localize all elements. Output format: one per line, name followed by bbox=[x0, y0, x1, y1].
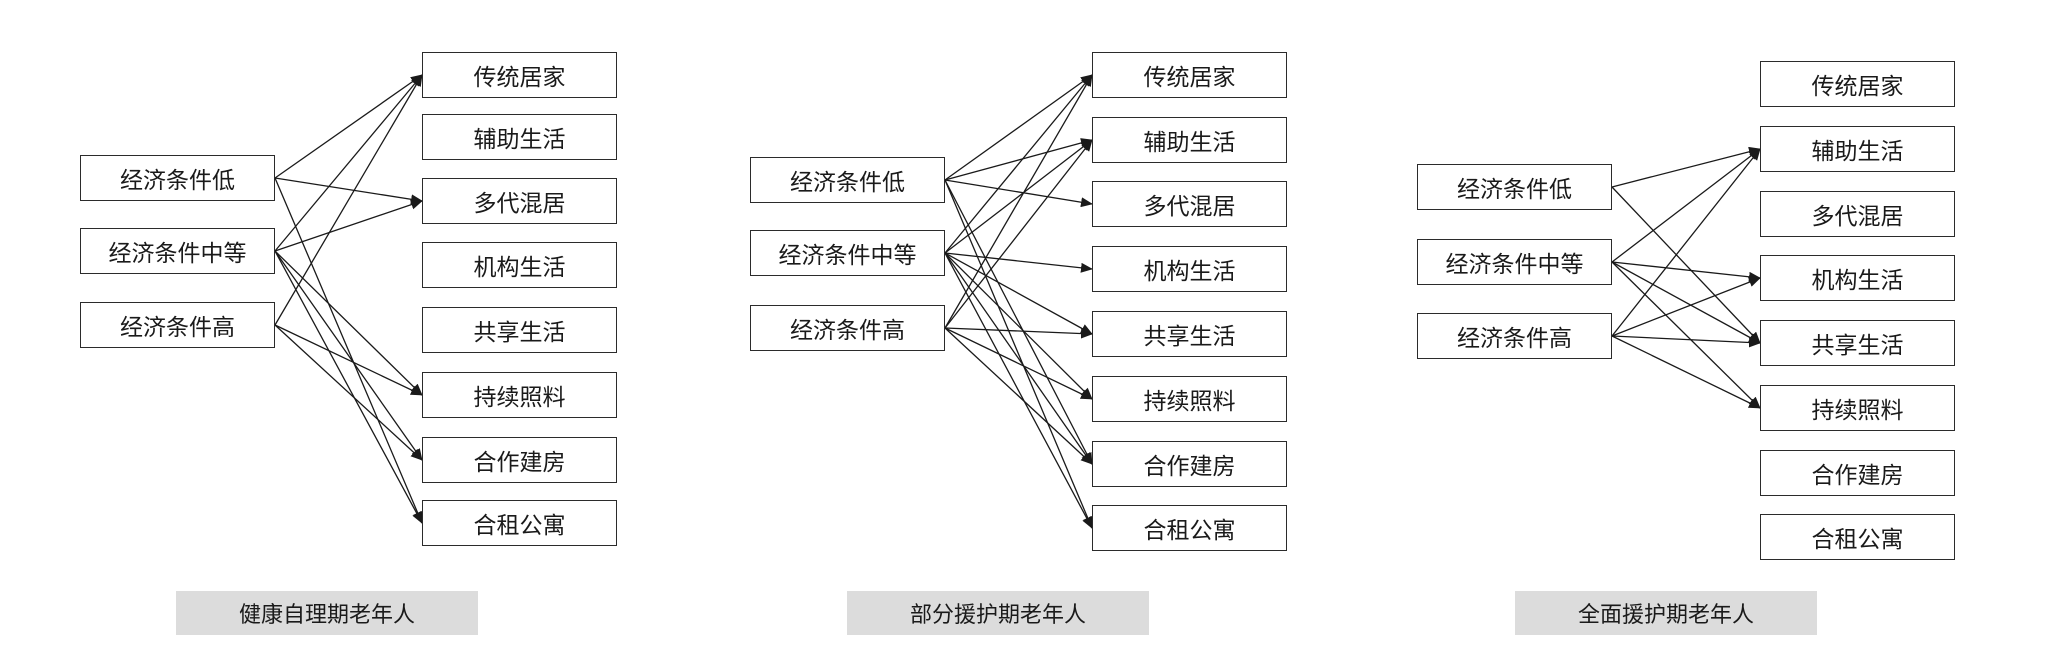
arrow-source-2-to-target-4 bbox=[944, 327, 1093, 339]
arrow-source-0-to-target-2 bbox=[944, 179, 1093, 208]
arrow-source-1-to-target-3 bbox=[944, 252, 1093, 273]
panel-2-edges bbox=[944, 74, 1093, 529]
arrow-source-1-to-target-4 bbox=[944, 252, 1093, 335]
arrow-source-2-to-target-1 bbox=[1611, 148, 1761, 337]
arrow-source-0-to-target-2 bbox=[274, 177, 423, 205]
arrow-source-1-to-target-7 bbox=[274, 250, 423, 524]
target-node: 持续照料 bbox=[1092, 376, 1287, 422]
target-node: 机构生活 bbox=[1760, 255, 1955, 301]
panel-caption: 部分援护期老年人 bbox=[847, 591, 1149, 635]
arrow-source-2-to-target-6 bbox=[274, 324, 423, 461]
target-node: 传统居家 bbox=[1092, 52, 1287, 98]
arrow-source-1-to-target-3 bbox=[1611, 261, 1761, 282]
target-node: 机构生活 bbox=[1092, 246, 1287, 292]
arrow-source-1-to-target-4 bbox=[1611, 261, 1761, 344]
arrow-source-0-to-target-4 bbox=[1611, 186, 1761, 344]
target-node: 共享生活 bbox=[1092, 311, 1287, 357]
arrow-source-1-to-target-7 bbox=[944, 252, 1093, 529]
arrow-source-1-to-target-5 bbox=[274, 250, 423, 396]
arrow-source-2-to-target-3 bbox=[1611, 277, 1761, 337]
source-node: 经济条件低 bbox=[80, 155, 275, 201]
panel-caption: 全面援护期老年人 bbox=[1515, 591, 1817, 635]
target-node: 传统居家 bbox=[1760, 61, 1955, 107]
target-node: 合租公寓 bbox=[422, 500, 617, 546]
arrow-source-1-to-target-2 bbox=[274, 199, 423, 252]
arrow-source-0-to-target-1 bbox=[1611, 146, 1761, 188]
arrow-source-2-to-target-5 bbox=[944, 327, 1093, 400]
target-node: 合租公寓 bbox=[1092, 505, 1287, 551]
target-node: 共享生活 bbox=[422, 307, 617, 353]
target-node: 辅助生活 bbox=[422, 114, 617, 160]
target-node: 多代混居 bbox=[422, 178, 617, 224]
target-node: 合租公寓 bbox=[1760, 514, 1955, 560]
arrow-source-0-to-target-0 bbox=[944, 74, 1093, 181]
arrow-source-0-to-target-6 bbox=[944, 179, 1093, 465]
arrow-source-0-to-target-0 bbox=[274, 74, 423, 179]
arrow-source-1-to-target-6 bbox=[274, 250, 423, 461]
arrow-source-0-to-target-7 bbox=[944, 179, 1093, 529]
target-node: 合作建房 bbox=[422, 437, 617, 483]
target-node: 多代混居 bbox=[1760, 191, 1955, 237]
arrow-source-1-to-target-0 bbox=[274, 74, 423, 252]
target-node: 共享生活 bbox=[1760, 320, 1955, 366]
arrow-source-2-to-target-0 bbox=[274, 74, 423, 326]
target-node: 辅助生活 bbox=[1092, 117, 1287, 163]
source-node: 经济条件中等 bbox=[750, 230, 945, 276]
target-node: 持续照料 bbox=[422, 372, 617, 418]
arrow-source-2-to-target-6 bbox=[944, 327, 1093, 465]
arrow-source-2-to-target-5 bbox=[274, 324, 423, 396]
target-node: 多代混居 bbox=[1092, 181, 1287, 227]
source-node: 经济条件中等 bbox=[80, 228, 275, 274]
arrow-source-1-to-target-0 bbox=[944, 74, 1093, 254]
target-node: 合作建房 bbox=[1760, 450, 1955, 496]
arrow-source-1-to-target-6 bbox=[944, 252, 1093, 465]
source-node: 经济条件高 bbox=[80, 302, 275, 348]
arrow-source-1-to-target-5 bbox=[1611, 261, 1761, 409]
arrow-source-2-to-target-0 bbox=[944, 74, 1093, 329]
panel-caption: 健康自理期老年人 bbox=[176, 591, 478, 635]
panel-1-edges bbox=[274, 74, 423, 524]
target-node: 持续照料 bbox=[1760, 385, 1955, 431]
arrow-source-2-to-target-1 bbox=[944, 139, 1093, 329]
source-node: 经济条件高 bbox=[750, 305, 945, 351]
arrow-source-0-to-target-1 bbox=[944, 138, 1093, 181]
source-node: 经济条件高 bbox=[1417, 313, 1612, 359]
target-node: 传统居家 bbox=[422, 52, 617, 98]
target-node: 机构生活 bbox=[422, 242, 617, 288]
arrow-source-1-to-target-1 bbox=[1611, 148, 1761, 263]
target-node: 辅助生活 bbox=[1760, 126, 1955, 172]
source-node: 经济条件低 bbox=[1417, 164, 1612, 210]
panel-3-edges bbox=[1611, 146, 1761, 409]
arrow-source-2-to-target-4 bbox=[1611, 335, 1761, 348]
target-node: 合作建房 bbox=[1092, 441, 1287, 487]
arrow-source-1-to-target-5 bbox=[944, 252, 1093, 400]
source-node: 经济条件中等 bbox=[1417, 239, 1612, 285]
source-node: 经济条件低 bbox=[750, 157, 945, 203]
arrow-source-1-to-target-1 bbox=[944, 139, 1093, 254]
arrow-source-2-to-target-5 bbox=[1611, 335, 1761, 409]
arrow-source-0-to-target-7 bbox=[274, 177, 423, 524]
